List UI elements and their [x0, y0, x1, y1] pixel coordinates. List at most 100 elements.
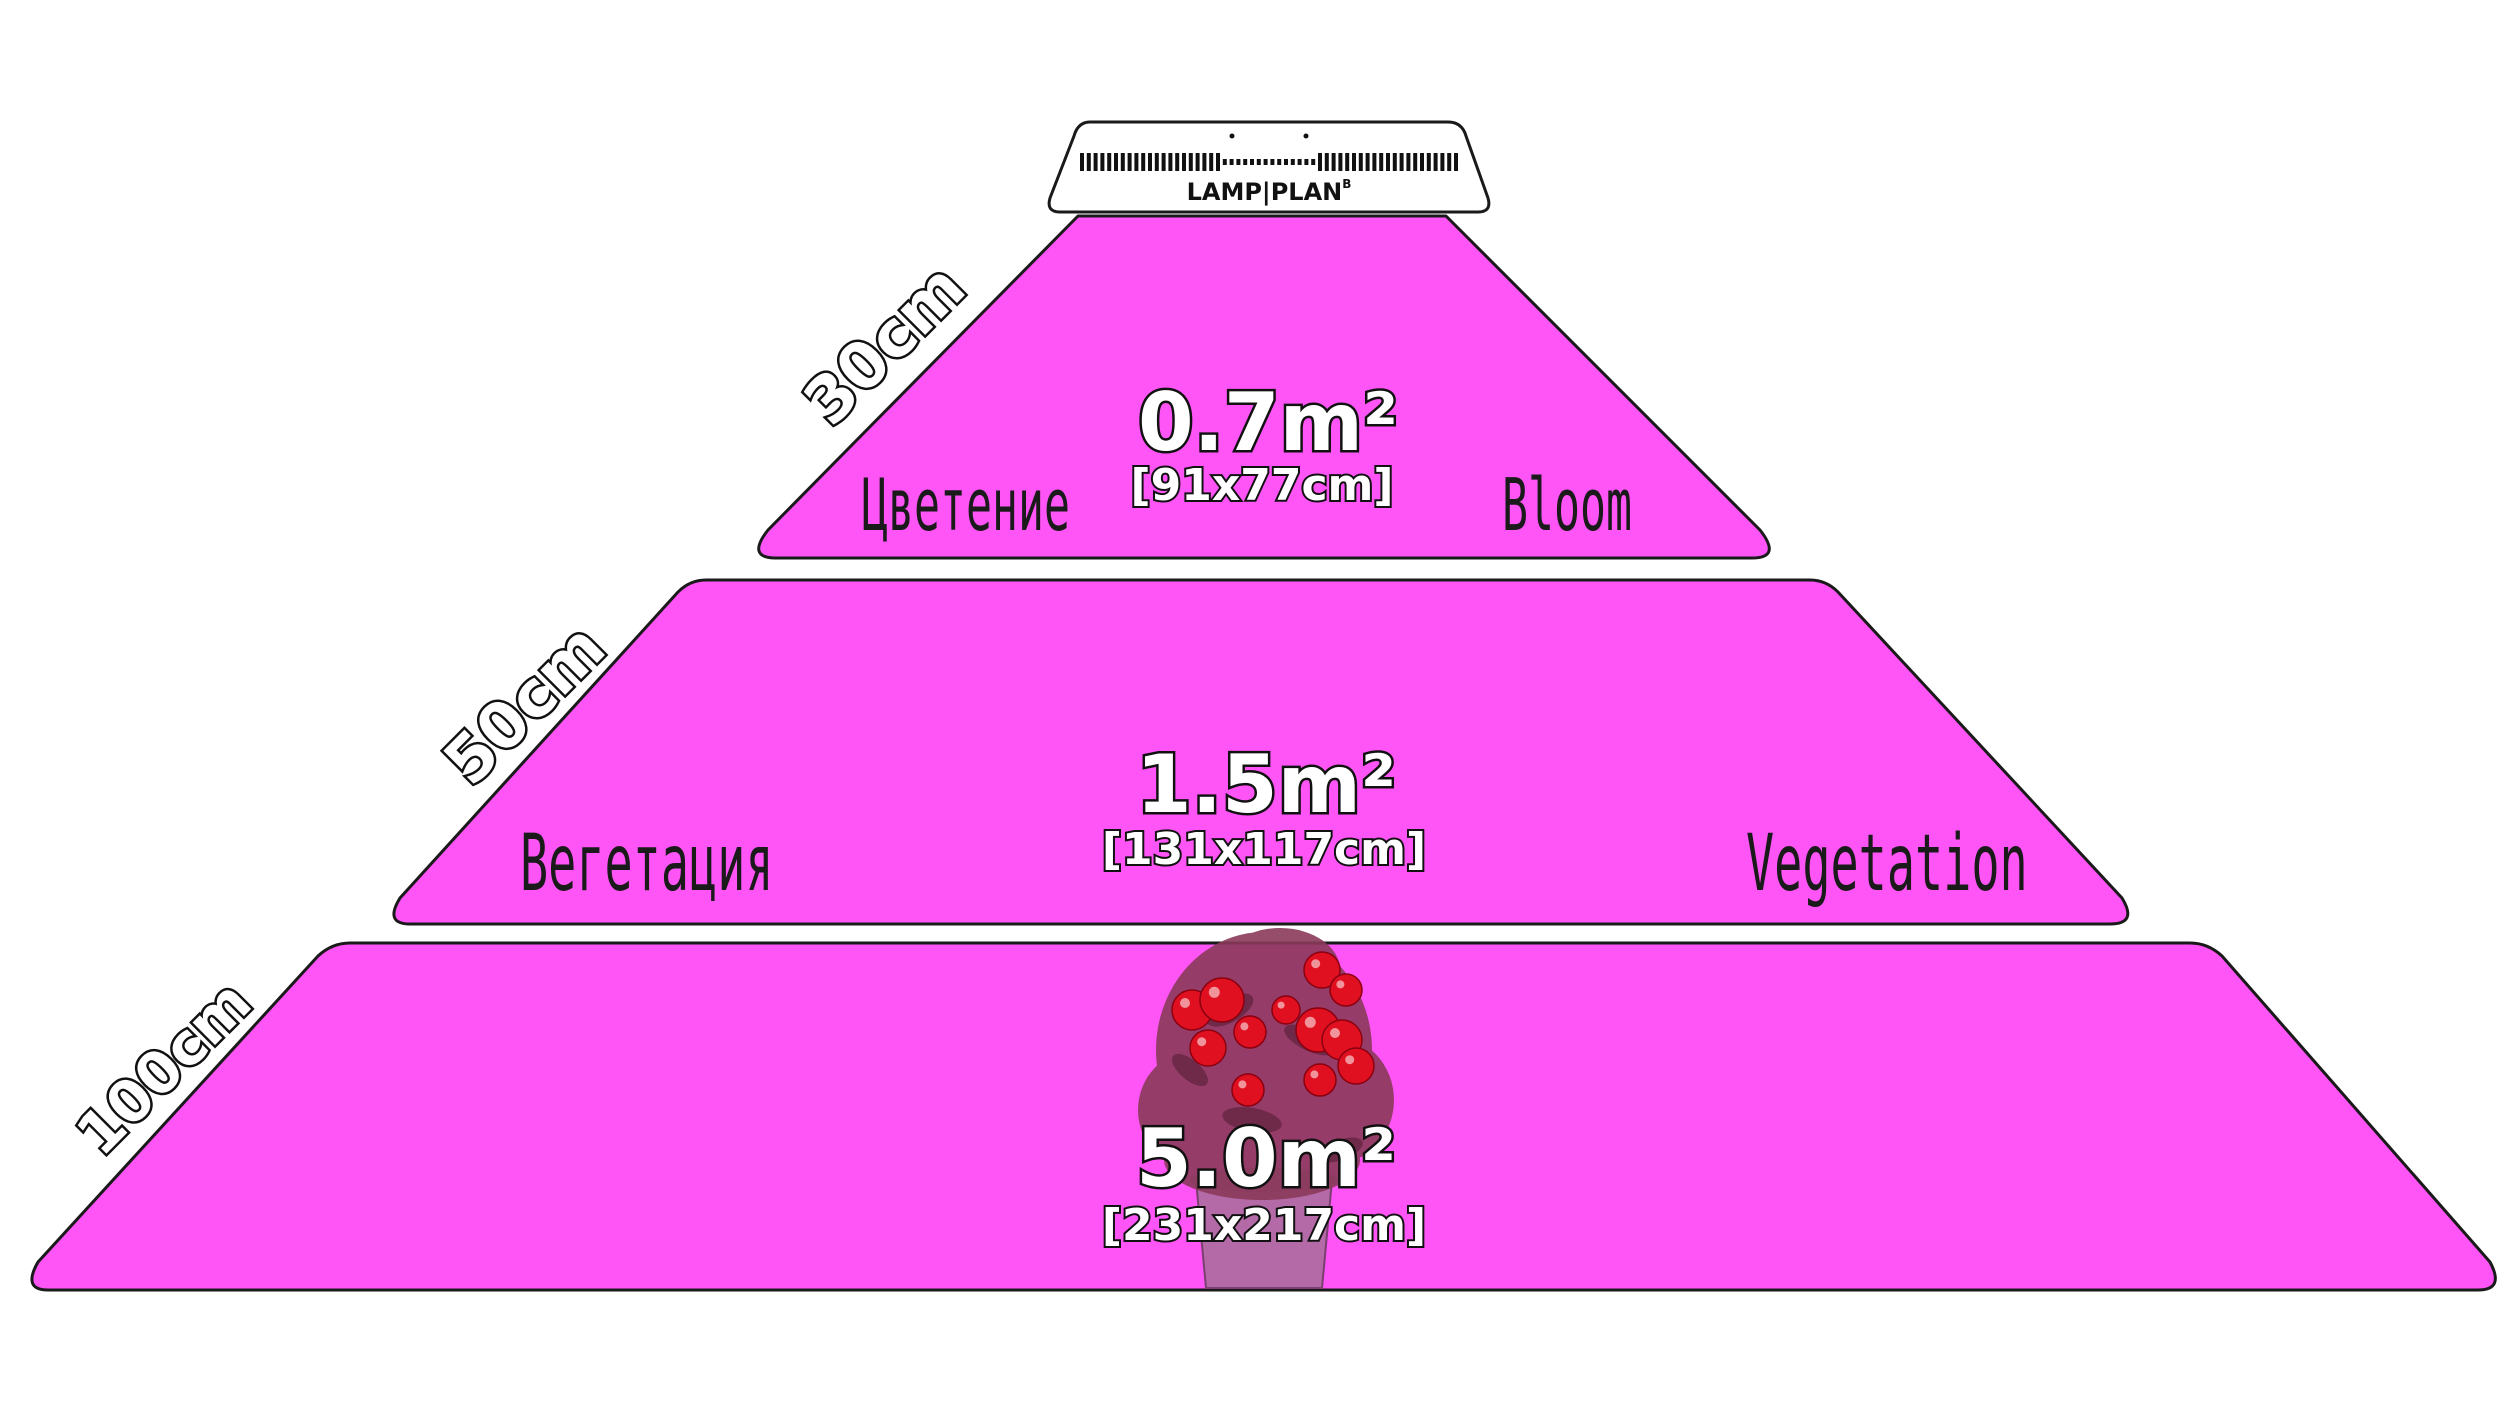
tier-50cm-label-en: Vegetation: [1746, 818, 2028, 909]
tier-50cm: [392, 578, 2130, 926]
plant-tomatoes: [1171, 951, 1375, 1107]
tomato-fruit: [1233, 1015, 1267, 1049]
tomato-highlight: [1311, 959, 1321, 969]
tomato-highlight: [1345, 1055, 1355, 1065]
lamp-led: [1188, 153, 1193, 171]
lamp-led: [1236, 159, 1241, 165]
lamp-led: [1433, 153, 1438, 171]
lamp-led: [1175, 153, 1180, 171]
tomato-highlight: [1336, 980, 1345, 989]
lamp-led: [1195, 153, 1200, 171]
lamp-led: [1297, 159, 1302, 165]
tomato-highlight: [1304, 1016, 1316, 1028]
lamp-led: [1318, 153, 1322, 171]
lamp-led: [1120, 153, 1125, 171]
lamp-led: [1365, 153, 1370, 171]
lamp-led: [1100, 153, 1105, 171]
lamp-led: [1202, 153, 1207, 171]
tier-50cm-area: 1.5m²: [1136, 738, 1396, 831]
tier-50cm-labels: 1.5m² [131x117cm] Вегетация Vegetation 5…: [428, 608, 2028, 909]
lamp-sensor-dot: [1303, 133, 1309, 139]
lamp-led: [1290, 159, 1295, 165]
lamp-led: [1426, 153, 1431, 171]
lamp-led: [1311, 159, 1316, 165]
tomato-fruit: [1329, 973, 1363, 1007]
lamp-led: [1182, 153, 1186, 171]
tier-50cm-label-ru: Вегетация: [520, 818, 774, 909]
lamp-led: [1243, 159, 1248, 165]
lamp-led: [1413, 153, 1418, 171]
tomato-fruit: [1199, 977, 1245, 1023]
lamp-led: [1372, 153, 1377, 171]
lamp-led: [1114, 153, 1118, 171]
lamp-led: [1209, 153, 1214, 171]
lamp-led: [1256, 159, 1261, 165]
lamp-led: [1338, 153, 1343, 171]
lamp-fixture: LAMP|PLANB: [1047, 120, 1491, 214]
tier-30cm-label-ru: Цветение: [862, 465, 1070, 549]
lamp-led: [1352, 153, 1356, 171]
tier-100cm-area: 5.0m²: [1136, 1112, 1396, 1205]
lamp-led: [1379, 153, 1384, 171]
lamp-led: [1216, 153, 1220, 171]
tomato-highlight: [1310, 1070, 1319, 1079]
tomato-highlight: [1238, 1080, 1247, 1089]
lamp-led: [1127, 153, 1132, 171]
lamp-led: [1080, 153, 1084, 171]
lamp-led: [1148, 153, 1152, 171]
lamp-sensor-dot: [1229, 133, 1235, 139]
lamp-led: [1284, 159, 1288, 165]
lamp-led: [1399, 153, 1404, 171]
lamp-led: [1154, 153, 1159, 171]
tomato-fruit: [1271, 995, 1301, 1025]
lamp-led: [1168, 153, 1173, 171]
lamp-led: [1447, 153, 1452, 171]
tomato-highlight: [1180, 998, 1190, 1008]
lamp-led: [1086, 153, 1091, 171]
lamp-brand-label: LAMP|PLANB: [1187, 177, 1352, 206]
lamp-led: [1324, 153, 1329, 171]
lamp-led: [1277, 159, 1282, 165]
lamp-led: [1229, 159, 1234, 165]
tomato-fruit: [1231, 1073, 1265, 1107]
lamp-body: [1047, 120, 1491, 214]
tomato-plant-icon: [1138, 928, 1394, 1289]
lamp-led: [1222, 159, 1227, 165]
tomato-fruit: [1189, 1029, 1227, 1067]
tomato-highlight: [1240, 1022, 1249, 1031]
tomato-highlight: [1277, 1001, 1285, 1009]
lamp-led: [1161, 153, 1166, 171]
lamp-led: [1107, 153, 1112, 171]
lamp-led: [1440, 153, 1445, 171]
tomato-fruit: [1303, 1063, 1337, 1097]
tomato-fruit: [1337, 1047, 1375, 1085]
lamp-led: [1392, 153, 1397, 171]
lamp-led: [1270, 159, 1275, 165]
tier-30cm-dimensions: [91x77cm]: [1131, 460, 1394, 511]
lamp-led: [1345, 153, 1350, 171]
lamp-led: [1406, 153, 1411, 171]
tomato-highlight: [1330, 1028, 1340, 1038]
tier-30cm: [757, 214, 1771, 560]
lamp-led: [1386, 153, 1390, 171]
lamp-led: [1358, 153, 1363, 171]
tier-30cm-label-en: Bloom: [1502, 465, 1632, 549]
lamp-led-strip: [1080, 133, 1458, 171]
tier-50cm-dimensions: [131x117cm]: [1102, 824, 1426, 875]
lamp-brand-superscript: B: [1342, 177, 1351, 191]
lamp-led: [1331, 153, 1336, 171]
lamp-led: [1093, 153, 1098, 171]
tier-100cm-dimensions: [231x217cm]: [1102, 1200, 1426, 1251]
lamp-led: [1250, 159, 1254, 165]
lamp-led: [1141, 153, 1146, 171]
tier-30cm-shape: [757, 214, 1771, 560]
lamp-led: [1304, 159, 1309, 165]
tier-50cm-shape: [392, 578, 2130, 926]
tomato-highlight: [1197, 1037, 1207, 1047]
lamp-led: [1263, 159, 1268, 165]
tier-30cm-area: 0.7m²: [1138, 376, 1398, 469]
lamp-led: [1454, 153, 1458, 171]
lamp-brand-name: LAMP|PLAN: [1187, 178, 1343, 206]
lamp-led: [1134, 153, 1139, 171]
tomato-highlight: [1208, 986, 1220, 998]
